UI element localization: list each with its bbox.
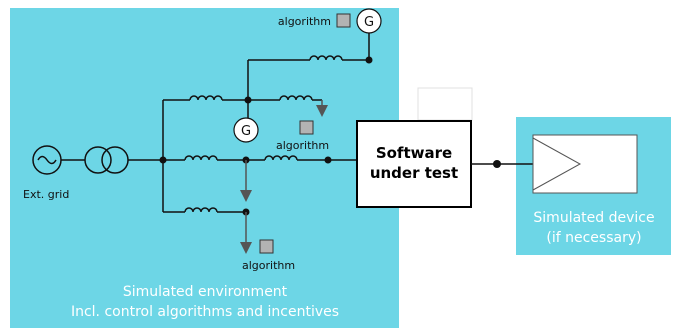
device-label-line1: Simulated device [533,210,654,226]
software-label-line1: Software [376,144,452,162]
device-triangle [532,137,582,191]
device-symbol-box [532,134,638,194]
algorithm-label-middle: algorithm [276,139,329,152]
algorithm-box-top [336,13,351,28]
ext-grid-label: Ext. grid [23,188,69,201]
software-under-test-box [356,120,472,208]
inductor-top-left [189,95,223,101]
inductor-middle-left [184,155,218,161]
generator-top-label: G [364,15,374,30]
placeholder-box [417,87,473,121]
software-label-line2: under test [370,164,458,182]
simulated-environment-panel [10,8,399,328]
inductor-top-right [279,95,313,101]
inductor-bottom [184,207,218,213]
inductor-upper [309,55,343,61]
inductor-middle-right [264,155,298,161]
generator-middle [233,117,259,143]
algorithm-label-top: algorithm [278,15,331,28]
environment-label-line2: Incl. control algorithms and incentives [71,304,339,320]
algorithm-box-bottom [259,239,274,254]
algorithm-label-bottom: algorithm [242,259,295,272]
generator-middle-label: G [241,124,251,139]
generator-top [356,8,382,34]
environment-label-line1: Simulated environment [123,284,288,300]
algorithm-box-middle [299,120,314,135]
device-label-line2: (if necessary) [546,230,641,246]
